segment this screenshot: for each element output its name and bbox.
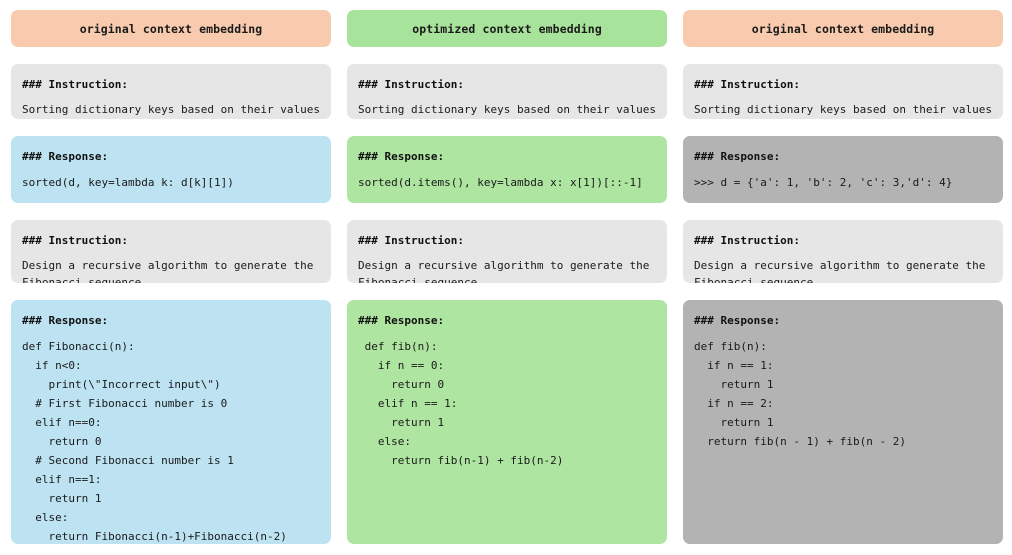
response-card-1-4: ### Response: def Fibonacci(n): if n<0: p… [11, 300, 332, 544]
card-title: ### Instruction: [694, 78, 800, 91]
column-header-3: original context embedding [683, 10, 1004, 47]
response-card-1-2: ### Response: sorted(d, key=lambda k: d[k… [11, 136, 332, 203]
context-column-2: optimized context embedding ### Instructi… [347, 10, 668, 545]
card-title: ### Response: [22, 314, 109, 327]
card-body: Design a recursive algorithm to generate… [694, 259, 986, 283]
card-body: def fib(n): if n == 0: return 0 elif n =… [364, 340, 564, 467]
card-body: Sorting dictionary keys based on their v… [358, 103, 657, 116]
card-title: ### Response: [694, 314, 781, 327]
card-body: >>> d = {'a': 1, 'b': 2, 'c': 3,'d': 4} [694, 176, 953, 189]
card-title: ### Response: [694, 150, 781, 163]
response-card-3-4: ### Response: def fib(n): if n == 1: retu… [683, 300, 1004, 544]
instruction-card-3-1: ### Instruction: Sorting dictionary keys … [683, 64, 1004, 119]
instruction-card-2-1: ### Instruction: Sorting dictionary keys … [347, 64, 668, 119]
card-body: Design a recursive algorithm to generate… [358, 259, 650, 283]
card-title: ### Response: [22, 150, 109, 163]
card-title: ### Instruction: [358, 234, 464, 247]
context-column-1: original context embedding ### Instructio… [11, 10, 332, 545]
instruction-card-1-1: ### Instruction: Sorting dictionary keys … [11, 64, 332, 119]
card-body: sorted(d.items(), key=lambda x: x[1])[::… [358, 176, 643, 189]
card-body: sorted(d, key=lambda k: d[k][1]) [22, 176, 234, 189]
response-card-2-4: ### Response: def fib(n): if n == 0: ret… [347, 300, 668, 544]
card-title: ### Instruction: [358, 78, 464, 91]
response-card-3-2: ### Response: >>> d = {'a': 1, 'b': 2, 'c… [683, 136, 1004, 203]
card-title: ### Response: [358, 150, 445, 163]
card-body: def Fibonacci(n): if n<0: print(\"Incorr… [22, 340, 287, 543]
context-column-3: original context embedding ### Instructio… [683, 10, 1004, 545]
column-header-2: optimized context embedding [347, 10, 668, 47]
card-body: def fib(n): if n == 1: return 1 if n == … [694, 340, 906, 448]
instruction-card-2-3: ### Instruction: Design a recursive algor… [347, 220, 668, 283]
card-body: Sorting dictionary keys based on their v… [22, 103, 321, 116]
card-body: Sorting dictionary keys based on their v… [694, 103, 993, 116]
column-header-1: original context embedding [11, 10, 332, 47]
response-card-2-2: ### Response: sorted(d.items(), key=lambd… [347, 136, 668, 203]
card-title: ### Instruction: [694, 234, 800, 247]
card-title: ### Instruction: [22, 78, 128, 91]
instruction-card-1-3: ### Instruction: Design a recursive algor… [11, 220, 332, 283]
card-title: ### Instruction: [22, 234, 128, 247]
instruction-card-3-3: ### Instruction: Design a recursive algor… [683, 220, 1004, 283]
card-body: Design a recursive algorithm to generate… [22, 259, 314, 283]
card-title: ### Response: [358, 314, 445, 327]
